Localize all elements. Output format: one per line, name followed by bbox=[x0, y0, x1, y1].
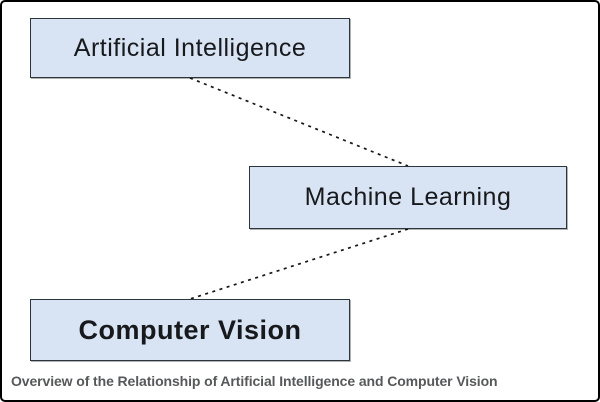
node-machine-learning: Machine Learning bbox=[249, 166, 567, 229]
node-artificial-intelligence: Artificial Intelligence bbox=[30, 18, 350, 78]
edge-ml-to-cv bbox=[189, 228, 409, 300]
node-artificial-intelligence-label: Artificial Intelligence bbox=[73, 33, 307, 62]
node-computer-vision-label: Computer Vision bbox=[78, 314, 302, 345]
node-machine-learning-label: Machine Learning bbox=[304, 183, 512, 211]
edge-ai-to-ml bbox=[189, 77, 409, 167]
diagram-caption: Overview of the Relationship of Artifici… bbox=[11, 373, 498, 389]
node-computer-vision: Computer Vision bbox=[30, 299, 350, 361]
